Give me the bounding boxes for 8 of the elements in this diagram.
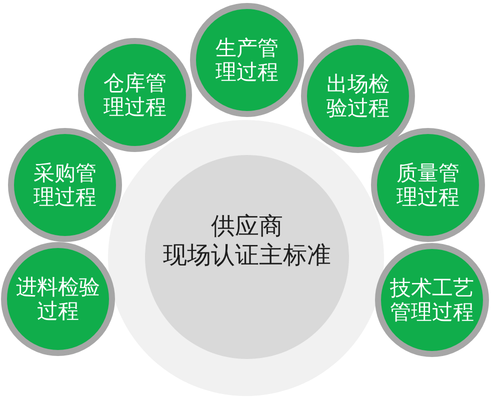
- process-label: 采购管理过程: [32, 161, 98, 209]
- process-label: 进料检验过程: [15, 275, 101, 323]
- process-label: 技术工艺管理过程: [389, 276, 475, 324]
- process-label: 生产管理过程: [214, 36, 280, 84]
- process-label: 质量管理过程: [396, 161, 460, 209]
- process-label: 出场检验过程: [326, 72, 390, 120]
- process-label: 仓库管理过程: [102, 71, 168, 119]
- hub-label: 供应商现场认证主标准: [162, 213, 332, 271]
